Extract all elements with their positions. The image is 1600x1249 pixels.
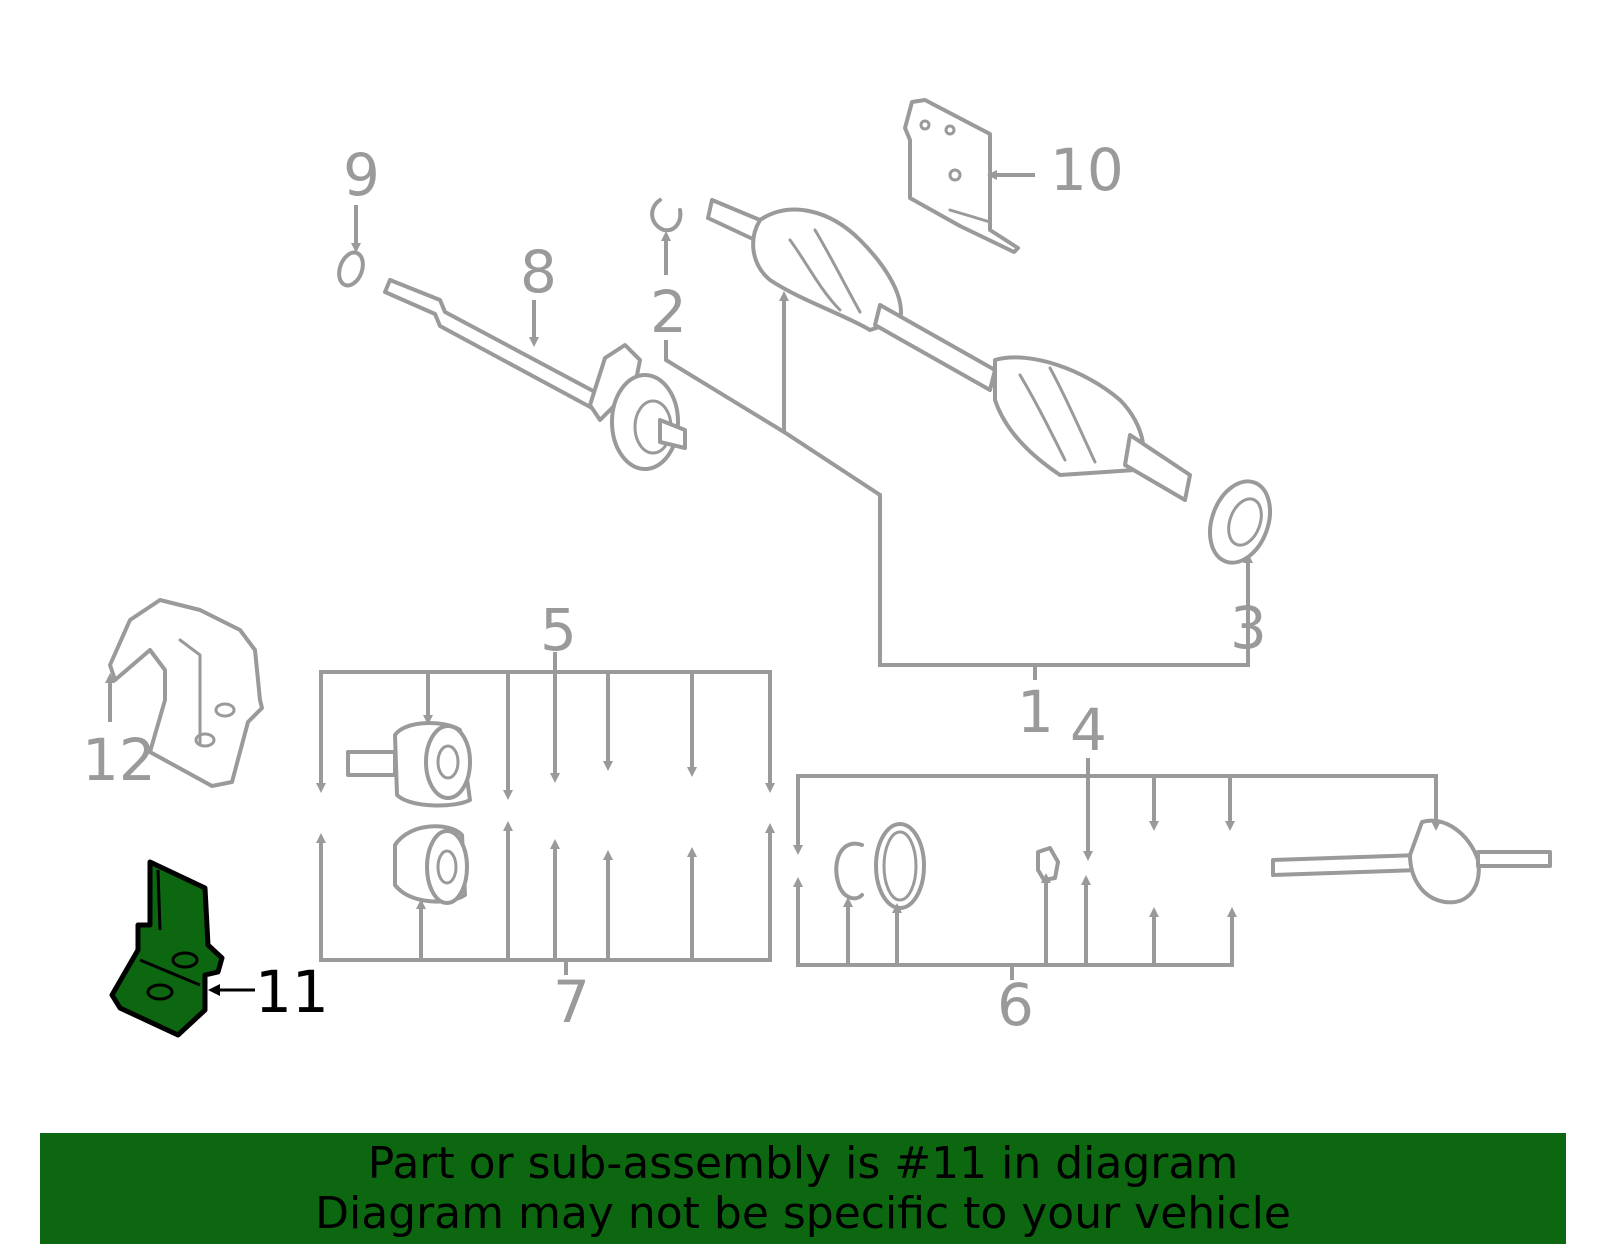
part-8-shaft[interactable]	[383, 278, 687, 471]
part-4-clamps-and-joint[interactable]	[834, 818, 1552, 910]
banner-line-2: Diagram may not be specific to your vehi…	[315, 1187, 1291, 1239]
leader-6-risers	[793, 873, 1237, 980]
part-9-ring[interactable]	[335, 249, 367, 288]
part-7-inner-joint-housing[interactable]	[393, 824, 469, 905]
callout-7: 7	[553, 968, 590, 1036]
callout-6: 6	[997, 971, 1034, 1039]
part-11-bracket[interactable]	[109, 859, 225, 1038]
part-3-tone-ring[interactable]	[1199, 473, 1280, 571]
part-5-inner-joint[interactable]	[346, 721, 472, 808]
callout-9: 9	[343, 141, 380, 209]
leader-1	[664, 340, 1250, 667]
leader-5-drops	[316, 652, 775, 800]
part-1-axle-assembly[interactable]	[706, 198, 1192, 502]
callout-1: 1	[1017, 678, 1054, 746]
callout-11: 11	[255, 958, 329, 1026]
part-10-bracket[interactable]	[903, 98, 1020, 254]
callout-3: 3	[1230, 594, 1267, 662]
callout-4: 4	[1070, 696, 1107, 764]
part-2-clip[interactable]	[650, 198, 683, 233]
callout-2: 2	[650, 278, 687, 346]
leader-7-bracket	[319, 828, 772, 962]
info-banner: Part or sub-assembly is #11 in diagram D…	[40, 1133, 1566, 1244]
leader-4-drops	[793, 758, 1441, 861]
callout-10: 10	[1050, 136, 1124, 204]
callout-8: 8	[520, 238, 557, 306]
banner-line-1: Part or sub-assembly is #11 in diagram	[367, 1137, 1239, 1189]
leader-7-risers	[316, 821, 775, 975]
callout-5: 5	[540, 596, 577, 664]
callout-12: 12	[82, 726, 156, 794]
leader-11-arrowhead	[208, 984, 220, 996]
